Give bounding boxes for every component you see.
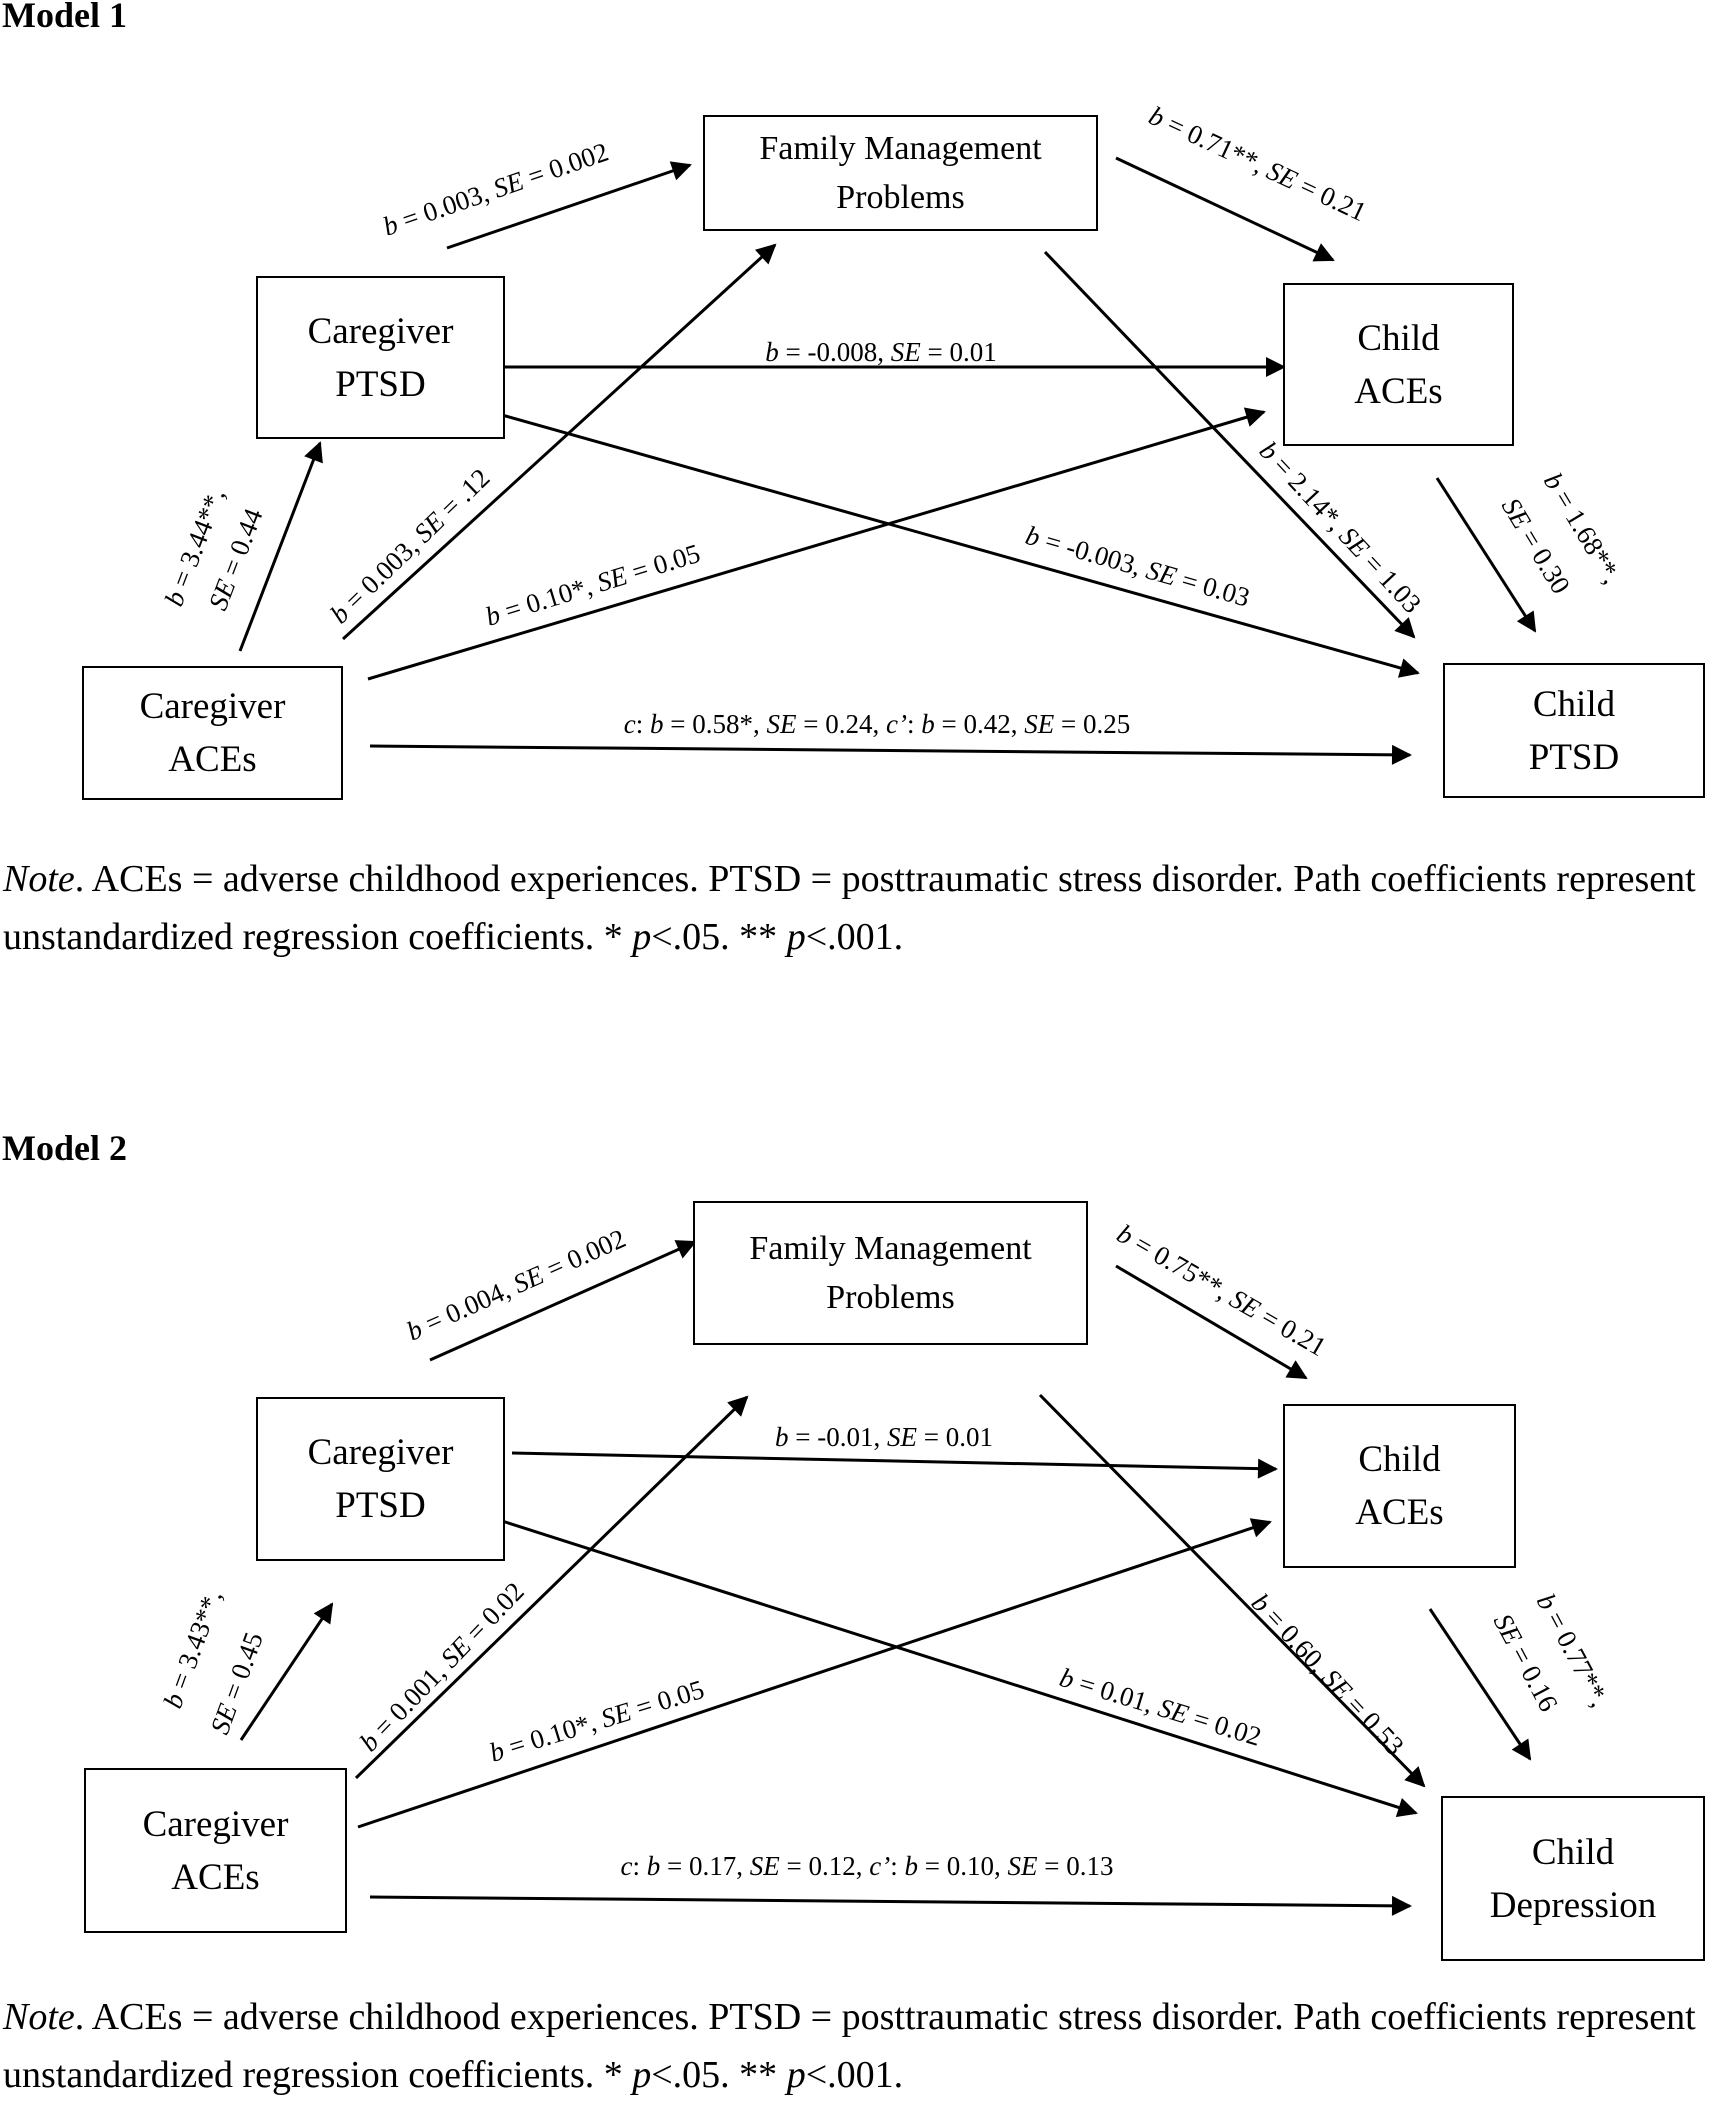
arrow-cgptsd-to-fmp <box>446 161 692 250</box>
node-label-line1: Caregiver <box>139 686 286 727</box>
label-cgaces-to-outcome: c: b = 0.58*, SE = 0.24, c’: b = 0.42, S… <box>624 709 1130 739</box>
node-label-line1: Child <box>1357 317 1440 359</box>
note-text-1: . ACEs = adverse childhood experiences. … <box>3 858 1696 958</box>
note-text-2: <.05. ** <box>651 2054 787 2096</box>
node-caregiver-ptsd: Caregiver PTSD <box>256 276 505 439</box>
note-label: Note <box>3 1996 75 2038</box>
node-label-line1: Caregiver <box>142 1803 289 1845</box>
model-2-diagram: Model 2 b = 0.004, SE = 0.002 b = 0.75**… <box>0 1120 1709 2100</box>
node-label-line2: Problems <box>826 1279 955 1316</box>
label-cgptsd-to-outcome: b = -0.003, SE = 0.03 <box>1022 520 1253 613</box>
note-label: Note <box>3 858 75 900</box>
note-p-2: p <box>786 916 806 958</box>
arrow-cgaces-to-cgptsd <box>239 1602 334 1741</box>
node-label-line1: Family Management <box>759 130 1042 167</box>
node-outcome: Child Depression <box>1441 1796 1705 1961</box>
node-label-line2: Problems <box>836 179 965 216</box>
figure-note: Note. ACEs = adverse childhood experienc… <box>3 1988 1703 2104</box>
node-label-line2: PTSD <box>1528 736 1620 778</box>
node-label-line2: ACEs <box>1354 370 1443 412</box>
node-caregiver-ptsd: Caregiver PTSD <box>256 1397 505 1561</box>
label-fmp-to-childaces: b = 0.75**, SE = 0.21 <box>1112 1218 1331 1362</box>
node-family-management-problems: Family Management Problems <box>703 115 1098 231</box>
label-cgaces-to-outcome: c: b = 0.17, SE = 0.12, c’: b = 0.10, SE… <box>621 1851 1114 1881</box>
node-label-line1: Child <box>1531 1831 1615 1873</box>
label-cgaces-to-cgptsd-se: SE = 0.45 <box>204 1628 268 1738</box>
path-arrows: b = 0.003, SE = 0.002 b = 0.71**, SE = 0… <box>159 100 1627 765</box>
arrow-cgptsd-to-outcome <box>501 413 1420 678</box>
arrow-cgptsd-to-fmp <box>429 1240 697 1362</box>
node-label-line2: ACEs <box>1355 1492 1444 1533</box>
arrow-fmp-to-outcome <box>1043 250 1416 639</box>
node-label-line2: ACEs <box>171 1856 260 1898</box>
model-title: Model 1 <box>2 0 127 35</box>
arrow-cgaces-to-fmp <box>341 243 777 641</box>
node-child-aces: Child ACEs <box>1283 283 1514 446</box>
node-family-management-problems: Family Management Problems <box>693 1201 1088 1345</box>
arrow-cgaces-to-fmp <box>354 1395 749 1780</box>
note-p-2: p <box>786 2054 806 2096</box>
node-caregiver-aces: Caregiver ACEs <box>82 666 343 800</box>
note-text-3: <.001. <box>805 916 904 958</box>
arrow-childaces-to-outcome <box>1428 1608 1532 1761</box>
arrow-cgaces-to-outcome <box>369 744 1412 765</box>
label-cgptsd-to-childaces: b = -0.01, SE = 0.01 <box>775 1422 993 1452</box>
arrow-fmp-to-childaces <box>1115 156 1335 262</box>
arrow-cgptsd-to-childaces <box>511 1451 1278 1479</box>
figure-note: Note. ACEs = adverse childhood experienc… <box>3 850 1703 966</box>
note-p-1: p <box>632 2054 652 2096</box>
arrow-cgaces-to-childaces <box>357 1518 1272 1829</box>
node-outcome: Child PTSD <box>1443 663 1705 798</box>
arrow-childaces-to-outcome <box>1435 477 1537 633</box>
label-cgptsd-to-fmp: b = 0.003, SE = 0.002 <box>379 136 612 241</box>
arrow-fmp-to-childaces <box>1115 1264 1308 1380</box>
path-arrows: b = 0.004, SE = 0.002 b = 0.75**, SE = 0… <box>157 1218 1615 1916</box>
note-p-1: p <box>632 916 652 958</box>
label-cgaces-to-fmp: b = 0.003, SE = .12 <box>324 463 495 630</box>
label-fmp-to-childaces: b = 0.71**, SE = 0.21 <box>1144 100 1371 227</box>
node-caregiver-aces: Caregiver ACEs <box>84 1768 347 1933</box>
node-label-line2: Depression <box>1489 1884 1657 1926</box>
node-label-line1: Child <box>1358 1439 1441 1480</box>
model-1-diagram: Model 1 b = 0.003, SE = 0.002 b = 0.71**… <box>0 0 1709 1030</box>
node-label-line1: Caregiver <box>307 310 454 352</box>
label-cgaces-to-childaces: b = 0.10*, SE = 0.05 <box>482 538 704 632</box>
note-text-2: <.05. ** <box>651 916 787 958</box>
node-label-line1: Child <box>1532 683 1616 725</box>
arrow-cgaces-to-childaces <box>367 407 1266 681</box>
label-cgaces-to-fmp: b = 0.001, SE = 0.02 <box>354 1576 530 1757</box>
node-label-line2: PTSD <box>335 1485 426 1526</box>
note-text-3: <.001. <box>805 2054 904 2096</box>
arrow-cgptsd-to-outcome <box>501 1519 1418 1818</box>
note-text-1: . ACEs = adverse childhood experiences. … <box>3 1996 1696 2096</box>
arrow-cgaces-to-cgptsd <box>238 441 323 652</box>
label-cgptsd-to-childaces: b = -0.008, SE = 0.01 <box>765 337 996 367</box>
node-label-line2: ACEs <box>168 739 257 780</box>
arrow-fmp-to-outcome <box>1038 1393 1426 1788</box>
arrow-cgaces-to-outcome <box>369 1895 1412 1916</box>
model-title: Model 2 <box>2 1128 127 1168</box>
node-label-line1: Caregiver <box>307 1432 454 1473</box>
node-label-line1: Family Management <box>749 1230 1032 1267</box>
node-child-aces: Child ACEs <box>1283 1404 1516 1568</box>
label-fmp-to-outcome: b = 2.14*, SE = 1.03 <box>1254 436 1428 619</box>
label-fmp-to-outcome: b = 0.60, SE = 0.53 <box>1246 1588 1410 1761</box>
node-label-line2: PTSD <box>335 363 426 405</box>
